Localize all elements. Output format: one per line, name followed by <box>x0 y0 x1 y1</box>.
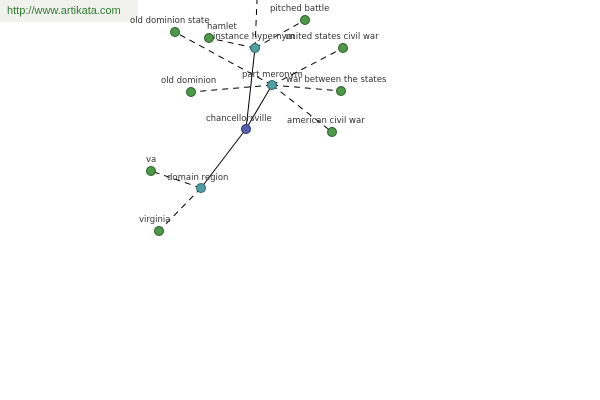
node-old-dominion[interactable] <box>186 87 196 97</box>
node-label-pitched-battle[interactable]: pitched battle <box>270 4 329 14</box>
node-american-civil-war[interactable] <box>327 127 337 137</box>
node-label-instance-hypernym[interactable]: instance hypernym <box>213 32 295 42</box>
edge-part-meronym-to-united-states-civil-war <box>271 47 344 86</box>
edge-part-meronym-to-old-dominion <box>190 84 273 93</box>
node-pitched-battle[interactable] <box>300 15 310 25</box>
edge-layer <box>150 0 344 232</box>
node-virginia[interactable] <box>154 226 164 236</box>
node-layer <box>146 15 348 236</box>
edge-instance-hypernym-to-pitched-battle <box>254 19 306 49</box>
node-united-states-civil-war[interactable] <box>338 43 348 53</box>
label-layer: chancellorsville instance hypernym part me… <box>130 4 387 225</box>
edge-instance-hypernym-to-hamlet <box>208 37 256 49</box>
edge-chancellorsville-to-part-meronym <box>245 84 273 130</box>
edge-chancellorsville-to-instance-hypernym <box>245 47 256 130</box>
edge-domain-region-to-va <box>150 170 202 189</box>
edge-chancellorsville-to-domain-region <box>200 128 247 189</box>
node-label-part-meronym[interactable]: part meronym <box>242 70 303 80</box>
watermark-url[interactable]: http://www.artikata.com <box>0 0 138 22</box>
node-hamlet[interactable] <box>204 33 214 43</box>
node-label-chancellorsville[interactable]: chancellorsville <box>206 114 272 124</box>
node-label-old-dominion[interactable]: old dominion <box>161 76 216 86</box>
node-label-united-states-civil-war[interactable]: united states civil war <box>285 32 379 42</box>
node-label-domain-region[interactable]: domain region <box>167 173 228 183</box>
node-label-american-civil-war[interactable]: american civil war <box>287 116 365 126</box>
node-part-meronym[interactable] <box>267 80 277 90</box>
node-label-virginia[interactable]: virginia <box>139 215 170 225</box>
node-chancellorsville[interactable] <box>241 124 251 134</box>
node-label-va[interactable]: va <box>146 155 156 165</box>
edge-part-meronym-to-war-between-the-states <box>271 84 342 92</box>
node-war-between-the-states[interactable] <box>336 86 346 96</box>
node-label-hamlet[interactable]: hamlet <box>207 22 237 32</box>
node-instance-hypernym[interactable] <box>250 43 260 53</box>
node-label-old-dominion-state[interactable]: old dominion state <box>130 16 209 26</box>
edge-instance-hypernym-to-top-offscreen <box>254 0 258 49</box>
node-label-war-between-the-states[interactable]: war between the states <box>286 75 387 85</box>
node-domain-region[interactable] <box>196 183 206 193</box>
node-old-dominion-state[interactable] <box>170 27 180 37</box>
node-va[interactable] <box>146 166 156 176</box>
edge-part-meronym-to-american-civil-war <box>271 84 333 133</box>
edge-part-meronym-to-old-dominion-state <box>174 31 273 86</box>
